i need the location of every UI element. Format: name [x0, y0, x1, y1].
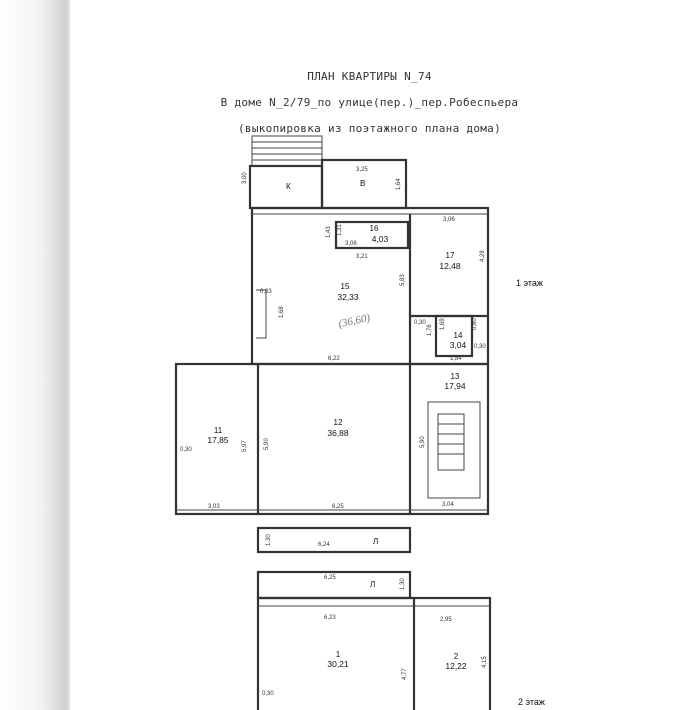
room-14-area: 3,04: [450, 340, 467, 350]
staircase-room-13: [427, 401, 481, 499]
dim-label: 6,25: [324, 575, 336, 581]
room-1-area: 30,21: [327, 659, 349, 669]
room-2-number: 2: [454, 652, 459, 661]
room-17-number: 17: [446, 251, 455, 260]
room-16-area: 4,03: [372, 234, 389, 244]
dim-label: 0,30: [262, 691, 274, 697]
dim-label: 3,03: [208, 504, 220, 510]
dim-label: 5,97: [242, 440, 248, 452]
room-k-label: К: [286, 182, 291, 191]
balcony-1-outline: [256, 526, 412, 554]
second-floor-outline: [256, 596, 492, 710]
dim-label: 1,76: [427, 324, 433, 336]
dim-label: 0,83: [260, 289, 272, 295]
dim-label: 1,31: [337, 224, 343, 236]
room-15-area: 32,33: [337, 292, 359, 302]
dim-label: 1,43: [326, 226, 332, 238]
dim-label: 1,30: [266, 534, 272, 546]
room-17-area: 12,48: [439, 261, 461, 271]
dim-label: 4,15: [482, 656, 488, 668]
floor-label-second: 2 этаж: [518, 697, 545, 707]
dim-label: 0,80: [472, 318, 478, 330]
room-14-outline: [434, 314, 474, 358]
room-11-number: 11: [214, 426, 223, 435]
dim-label: 5,90: [264, 438, 270, 450]
dim-label: 4,77: [402, 668, 408, 680]
dim-label: 3,21: [356, 254, 368, 260]
dim-label: 1,64: [396, 178, 402, 190]
handwritten-area-note: (36,60): [337, 312, 371, 330]
dim-label: 6,25: [332, 504, 344, 510]
dim-label: 0,30: [414, 320, 426, 326]
room-16-outline: [334, 220, 410, 250]
dim-label: 1,69: [440, 318, 446, 330]
dim-label: 1,68: [279, 306, 285, 318]
dim-label: 3,06: [345, 241, 357, 247]
dim-label: 1,30: [400, 578, 406, 590]
room-14-number: 14: [454, 331, 463, 340]
dim-label: 2,95: [440, 617, 452, 623]
dim-label: 0,30: [180, 447, 192, 453]
room-1-number: 1: [336, 650, 341, 659]
room-2-area: 12,22: [445, 661, 467, 671]
balcony-1-label: Л: [373, 537, 378, 546]
balcony-2-label: Л: [370, 580, 375, 589]
dim-label: 3,04: [442, 502, 454, 508]
plan-subtitle: В доме N_2/79_по улице(пер.)_пер.Робеспь…: [220, 96, 519, 109]
plan-title: ПЛАН КВАРТИРЫ N_74: [307, 70, 432, 83]
dim-label: 3,06: [443, 217, 455, 223]
lower-block-outline: [174, 362, 490, 516]
room-16-number: 16: [370, 224, 379, 233]
room-15-number: 15: [341, 282, 350, 291]
room-13-area: 17,94: [444, 381, 466, 391]
dim-label: 1,84: [450, 356, 462, 362]
dim-label: 3,00: [242, 172, 248, 184]
room-11-area: 17,85: [207, 435, 229, 445]
dim-label: 3,25: [356, 167, 368, 173]
room-13-number: 13: [451, 372, 460, 381]
floor-label-first: 1 этаж: [516, 278, 543, 288]
entrance-stairs: [251, 135, 323, 167]
dim-label: 4,28: [480, 250, 486, 262]
dim-label: 6,24: [318, 542, 330, 548]
plan-note: (выкопировка из поэтажного плана дома): [237, 122, 502, 135]
dim-label: 5,83: [400, 274, 406, 286]
room-12-number: 12: [334, 418, 343, 427]
dim-label: 6,22: [328, 356, 340, 362]
room-v-label: В: [360, 179, 365, 188]
dim-label: 0,30: [474, 344, 486, 350]
room-12-area: 36,88: [327, 428, 349, 438]
scan-shadow-edge: [0, 0, 70, 710]
dim-label: 6,23: [324, 615, 336, 621]
dim-label: 5,90: [420, 436, 426, 448]
